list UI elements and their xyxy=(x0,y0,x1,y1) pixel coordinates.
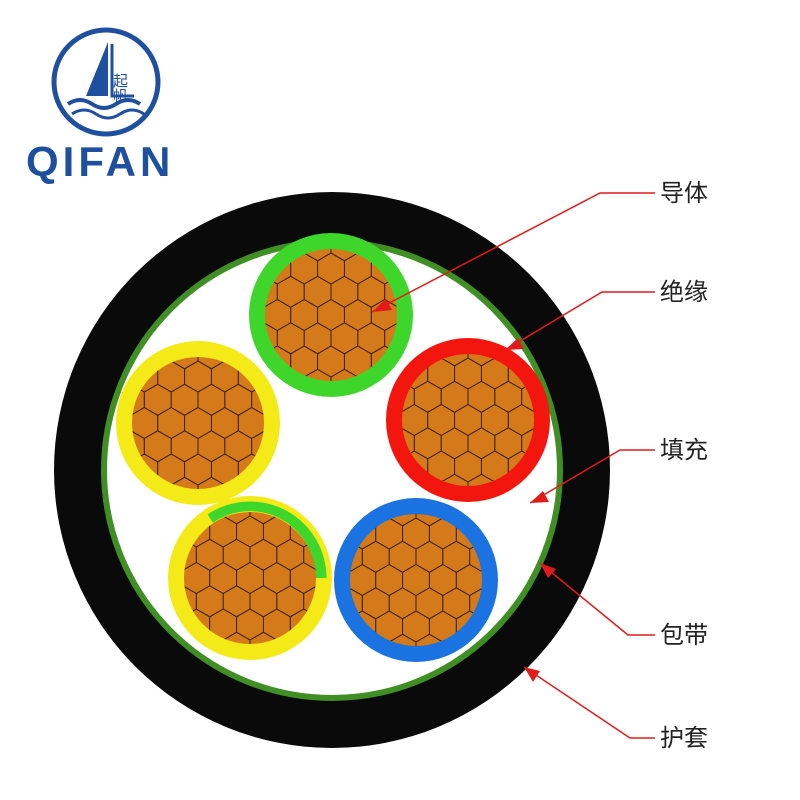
logo-wave-icon-2 xyxy=(71,108,145,120)
conductor xyxy=(132,357,264,489)
yellow-green-core xyxy=(168,496,332,660)
qifan-logo: 起帆 xyxy=(51,27,161,137)
brand-name: QIFAN xyxy=(26,138,175,185)
label-filler: 填充 xyxy=(660,436,708,464)
leader-wrapping-tape xyxy=(539,562,655,636)
blue-core xyxy=(334,498,498,662)
conductor xyxy=(402,354,534,486)
red-core xyxy=(386,338,550,502)
strand xyxy=(222,631,251,644)
strand xyxy=(249,631,278,644)
arrowhead-wrapping-tape xyxy=(540,563,556,578)
logo-sail-outline-icon xyxy=(110,44,134,98)
strand xyxy=(170,476,199,489)
conductor xyxy=(350,514,482,646)
label-conductor: 导体 xyxy=(660,179,708,207)
logo-characters: 起帆 xyxy=(111,73,129,103)
strand xyxy=(467,473,496,486)
leader-insulation xyxy=(504,291,655,351)
arrowhead-insulation xyxy=(505,338,524,350)
logo-ring xyxy=(51,27,161,137)
arrowhead-sheath xyxy=(524,667,540,682)
arrowhead-filler xyxy=(530,491,549,503)
conductor xyxy=(184,512,316,644)
leader-lines xyxy=(371,192,655,739)
green-core xyxy=(249,233,413,397)
arrowhead-conductor xyxy=(372,299,392,312)
label-insulation: 绝缘 xyxy=(660,278,708,306)
strand xyxy=(388,633,417,646)
label-wrapping-tape: 包带 xyxy=(660,621,708,649)
logo-sail-icon xyxy=(86,42,108,96)
conductor-strands xyxy=(132,357,264,489)
label-sheath: 护套 xyxy=(660,724,708,752)
insulation-green-stripe xyxy=(207,501,327,578)
yellow-core xyxy=(116,341,280,505)
leader-conductor xyxy=(371,192,655,313)
strand xyxy=(197,476,226,489)
strand xyxy=(415,633,444,646)
leader-filler xyxy=(529,449,655,504)
leader-sheath xyxy=(523,666,655,739)
strand xyxy=(330,368,359,381)
conductor xyxy=(265,249,397,381)
logo-wave-icon xyxy=(66,98,142,110)
strand xyxy=(303,368,332,381)
strand xyxy=(440,473,469,486)
